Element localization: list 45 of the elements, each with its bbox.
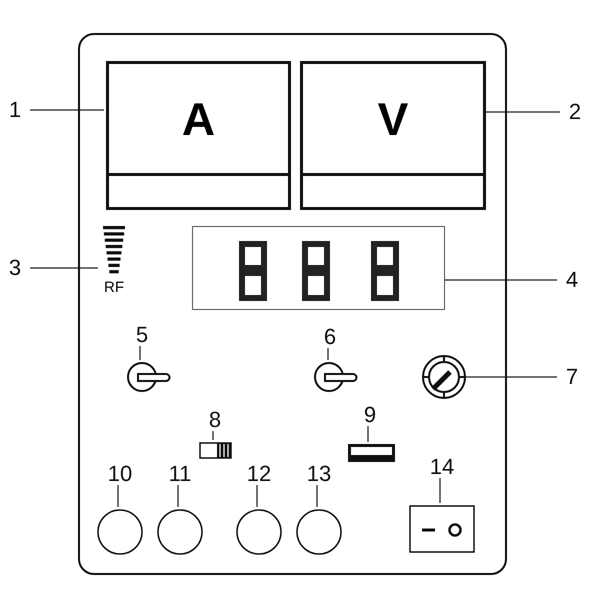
- callout-number: 2: [560, 99, 590, 125]
- callout-number: 14: [427, 454, 457, 480]
- callout-number: 1: [0, 97, 30, 123]
- leader-line: [316, 485, 318, 507]
- toggle-switch: [126, 362, 172, 392]
- callout-number: 5: [127, 322, 157, 348]
- meter-letter: A: [182, 96, 216, 142]
- leader-line: [465, 376, 557, 378]
- callout-number: 10: [105, 461, 135, 487]
- rf-label: RF: [104, 280, 124, 295]
- output-socket: [236, 509, 282, 555]
- panel-meter: [300, 61, 486, 210]
- leader-line: [177, 485, 179, 507]
- output-socket: [296, 509, 342, 555]
- leader-line: [327, 348, 329, 360]
- panel-meter: [106, 61, 291, 210]
- leader-line: [484, 111, 560, 113]
- callout-number: 13: [304, 461, 334, 487]
- meter-letter: V: [378, 96, 408, 142]
- leader-line: [139, 346, 141, 360]
- leader-line: [30, 109, 104, 111]
- toggle-switch: [313, 362, 359, 392]
- leader-line: [30, 267, 98, 269]
- digital-display: [192, 226, 445, 310]
- callout-number: 11: [165, 461, 195, 487]
- leader-line: [443, 279, 557, 281]
- front-panel: [78, 33, 507, 575]
- leader-line: [256, 485, 258, 507]
- output-socket: [157, 509, 203, 555]
- callout-number: 8: [200, 407, 230, 433]
- leader-line: [117, 485, 119, 507]
- output-socket: [97, 509, 143, 555]
- callout-number: 4: [557, 267, 587, 293]
- slide-switch: [199, 442, 232, 459]
- leader-line: [212, 431, 214, 440]
- rotary-knob: [421, 354, 467, 400]
- power-switch: [409, 505, 475, 553]
- callout-number: 12: [244, 461, 274, 487]
- callout-number: 9: [355, 402, 385, 428]
- leader-line: [367, 426, 369, 442]
- leader-line: [439, 478, 441, 503]
- callout-number: 7: [557, 364, 587, 390]
- callout-number: 6: [315, 324, 345, 350]
- callout-number: 3: [0, 255, 30, 281]
- fuse-holder: [348, 444, 395, 462]
